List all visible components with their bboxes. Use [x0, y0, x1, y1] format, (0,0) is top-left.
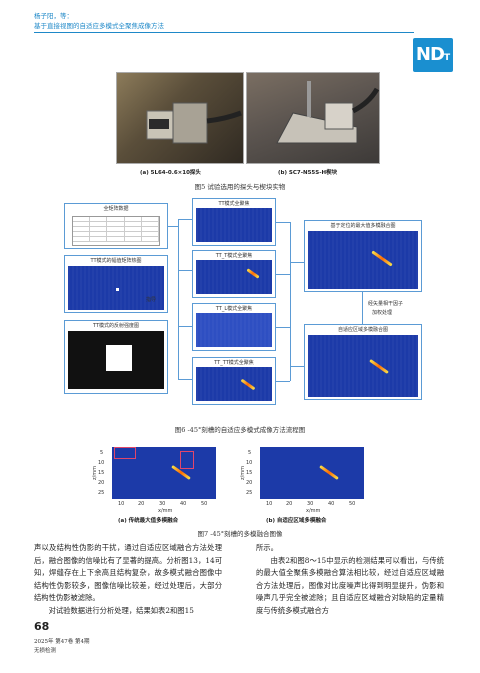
ytick: 15 — [246, 470, 253, 476]
probe-photo — [116, 72, 244, 164]
figure6-caption: 图6 -45°刻槽的自适应多模式成像方法流程图 — [174, 426, 306, 434]
connector — [276, 222, 290, 223]
plot-b-area — [260, 447, 364, 499]
figure7-caption-b: (b) 自适应区域多模融合 — [266, 518, 327, 524]
connector — [290, 222, 291, 381]
xlabel-a: x/mm — [158, 508, 173, 514]
mode-tt-title: TT模式全聚焦 — [218, 201, 250, 207]
result-adaptive-title: 自适应区域多模融合图 — [337, 327, 388, 333]
xtick: 30 — [307, 501, 314, 507]
connector — [178, 219, 179, 379]
ytick: 15 — [98, 470, 105, 476]
artifact-box — [180, 451, 194, 469]
figure7-caption-a: (a) 传统最大值多模融合 — [118, 518, 179, 524]
xtick: 10 — [266, 501, 273, 507]
connector — [168, 226, 178, 227]
artifact-box — [114, 447, 136, 459]
ytick: 25 — [246, 490, 253, 496]
full-matrix-table — [72, 216, 160, 246]
plot-a-area — [112, 447, 216, 499]
xtick: 20 — [286, 501, 293, 507]
xtick: 50 — [201, 501, 208, 507]
mode-tt-tt-image — [196, 367, 272, 401]
paragraph: 所示。 — [256, 543, 278, 552]
connector — [178, 270, 192, 271]
ytick: 10 — [246, 460, 253, 466]
figure5-caption: 图5 试验选用的探头与楔块实物 — [194, 183, 286, 191]
xtick: 10 — [118, 501, 125, 507]
ytick: 5 — [100, 450, 104, 456]
ylabel-b: z/mm — [240, 465, 247, 481]
connector — [290, 262, 304, 263]
wedge-photo — [246, 72, 380, 164]
running-header-authors: 杨子阳，等： — [34, 12, 73, 20]
footer-journal: 无损检测 — [34, 648, 57, 654]
plot-a — [92, 447, 218, 513]
running-header-title: 基于直接视图的自适应多模式全聚焦成像方法 — [34, 22, 164, 30]
mode-tt-t-image — [196, 260, 272, 294]
connector — [178, 379, 192, 380]
connector — [178, 326, 192, 327]
xtick: 50 — [349, 501, 356, 507]
connector — [276, 327, 290, 328]
xtick: 30 — [159, 501, 166, 507]
figure7-caption: 图7 -45°刻槽的多模融合图像 — [197, 530, 283, 538]
mode-tt-l-title: TT_L模式全聚焦 — [215, 306, 253, 312]
result-adaptive-image — [308, 335, 418, 397]
tt-reflect-title: TT模式的反射强度图 — [92, 323, 140, 329]
result-max-image — [308, 231, 418, 289]
connector — [276, 274, 290, 275]
figure5-caption-a: (a) 5L64-0.6×10探头 — [140, 170, 201, 176]
tt-heatmap-title: TT模式的幅值矩阵热图 — [90, 258, 142, 264]
journal-logo: NDT — [413, 38, 453, 72]
mode-tt-image — [196, 208, 272, 242]
ylabel-a: z/mm — [92, 465, 99, 481]
paragraph: 声以及结构性伪影的干扰，通过自适应区域融合方法处理后，融合图像的信噪比有了显著的… — [34, 543, 222, 602]
result-max-title: 基于定位的最大值多模融合图 — [330, 223, 396, 229]
tt-heatmap-image — [68, 266, 164, 310]
tt-reflect-image — [68, 331, 164, 389]
note-line-2: 加权处理 — [372, 310, 393, 316]
mode-tt-tt-title: TT_TT模式全聚焦 — [214, 360, 254, 366]
ytick: 5 — [248, 450, 252, 456]
footer-issue: 2025年 第47卷 第4期 — [34, 639, 90, 645]
body-column-left: 声以及结构性伪影的干扰，通过自适应区域融合方法处理后，融合图像的信噪比有了显著的… — [34, 542, 222, 617]
connector — [290, 366, 304, 367]
note-line-1: 经矢量相干因子 — [368, 301, 404, 307]
ytick: 10 — [98, 460, 105, 466]
xtick: 40 — [180, 501, 187, 507]
ytick: 20 — [98, 480, 105, 486]
body-column-right: 所示。 由表2和图8～15中显示的检测结果可以看出，与传统的最大值全聚焦多模融合… — [256, 542, 444, 617]
ytick: 20 — [246, 480, 253, 486]
paragraph: 由表2和图8～15中显示的检测结果可以看出，与传统的最大值全聚焦多模融合算法相比… — [256, 555, 444, 615]
connector — [178, 219, 192, 220]
xtick: 40 — [328, 501, 335, 507]
page-number: 68 — [34, 620, 50, 633]
mode-tt-l-image — [196, 313, 272, 347]
figure5-caption-b: (b) SC7-N55S-H楔块 — [278, 170, 338, 176]
ytick: 25 — [98, 490, 105, 496]
full-matrix-title: 全矩阵数据 — [103, 206, 129, 212]
plot-b — [240, 447, 366, 513]
xlabel-b: x/mm — [306, 508, 321, 514]
mode-tt-t-title: TT_T模式全聚焦 — [215, 253, 253, 259]
xtick: 20 — [138, 501, 145, 507]
guide-label: 指导 — [146, 297, 157, 303]
header-rule — [34, 32, 414, 33]
connector — [362, 292, 363, 324]
paragraph: 对试验数据进行分析处理，结果如表2和图15 — [48, 605, 194, 615]
connector — [276, 381, 290, 382]
